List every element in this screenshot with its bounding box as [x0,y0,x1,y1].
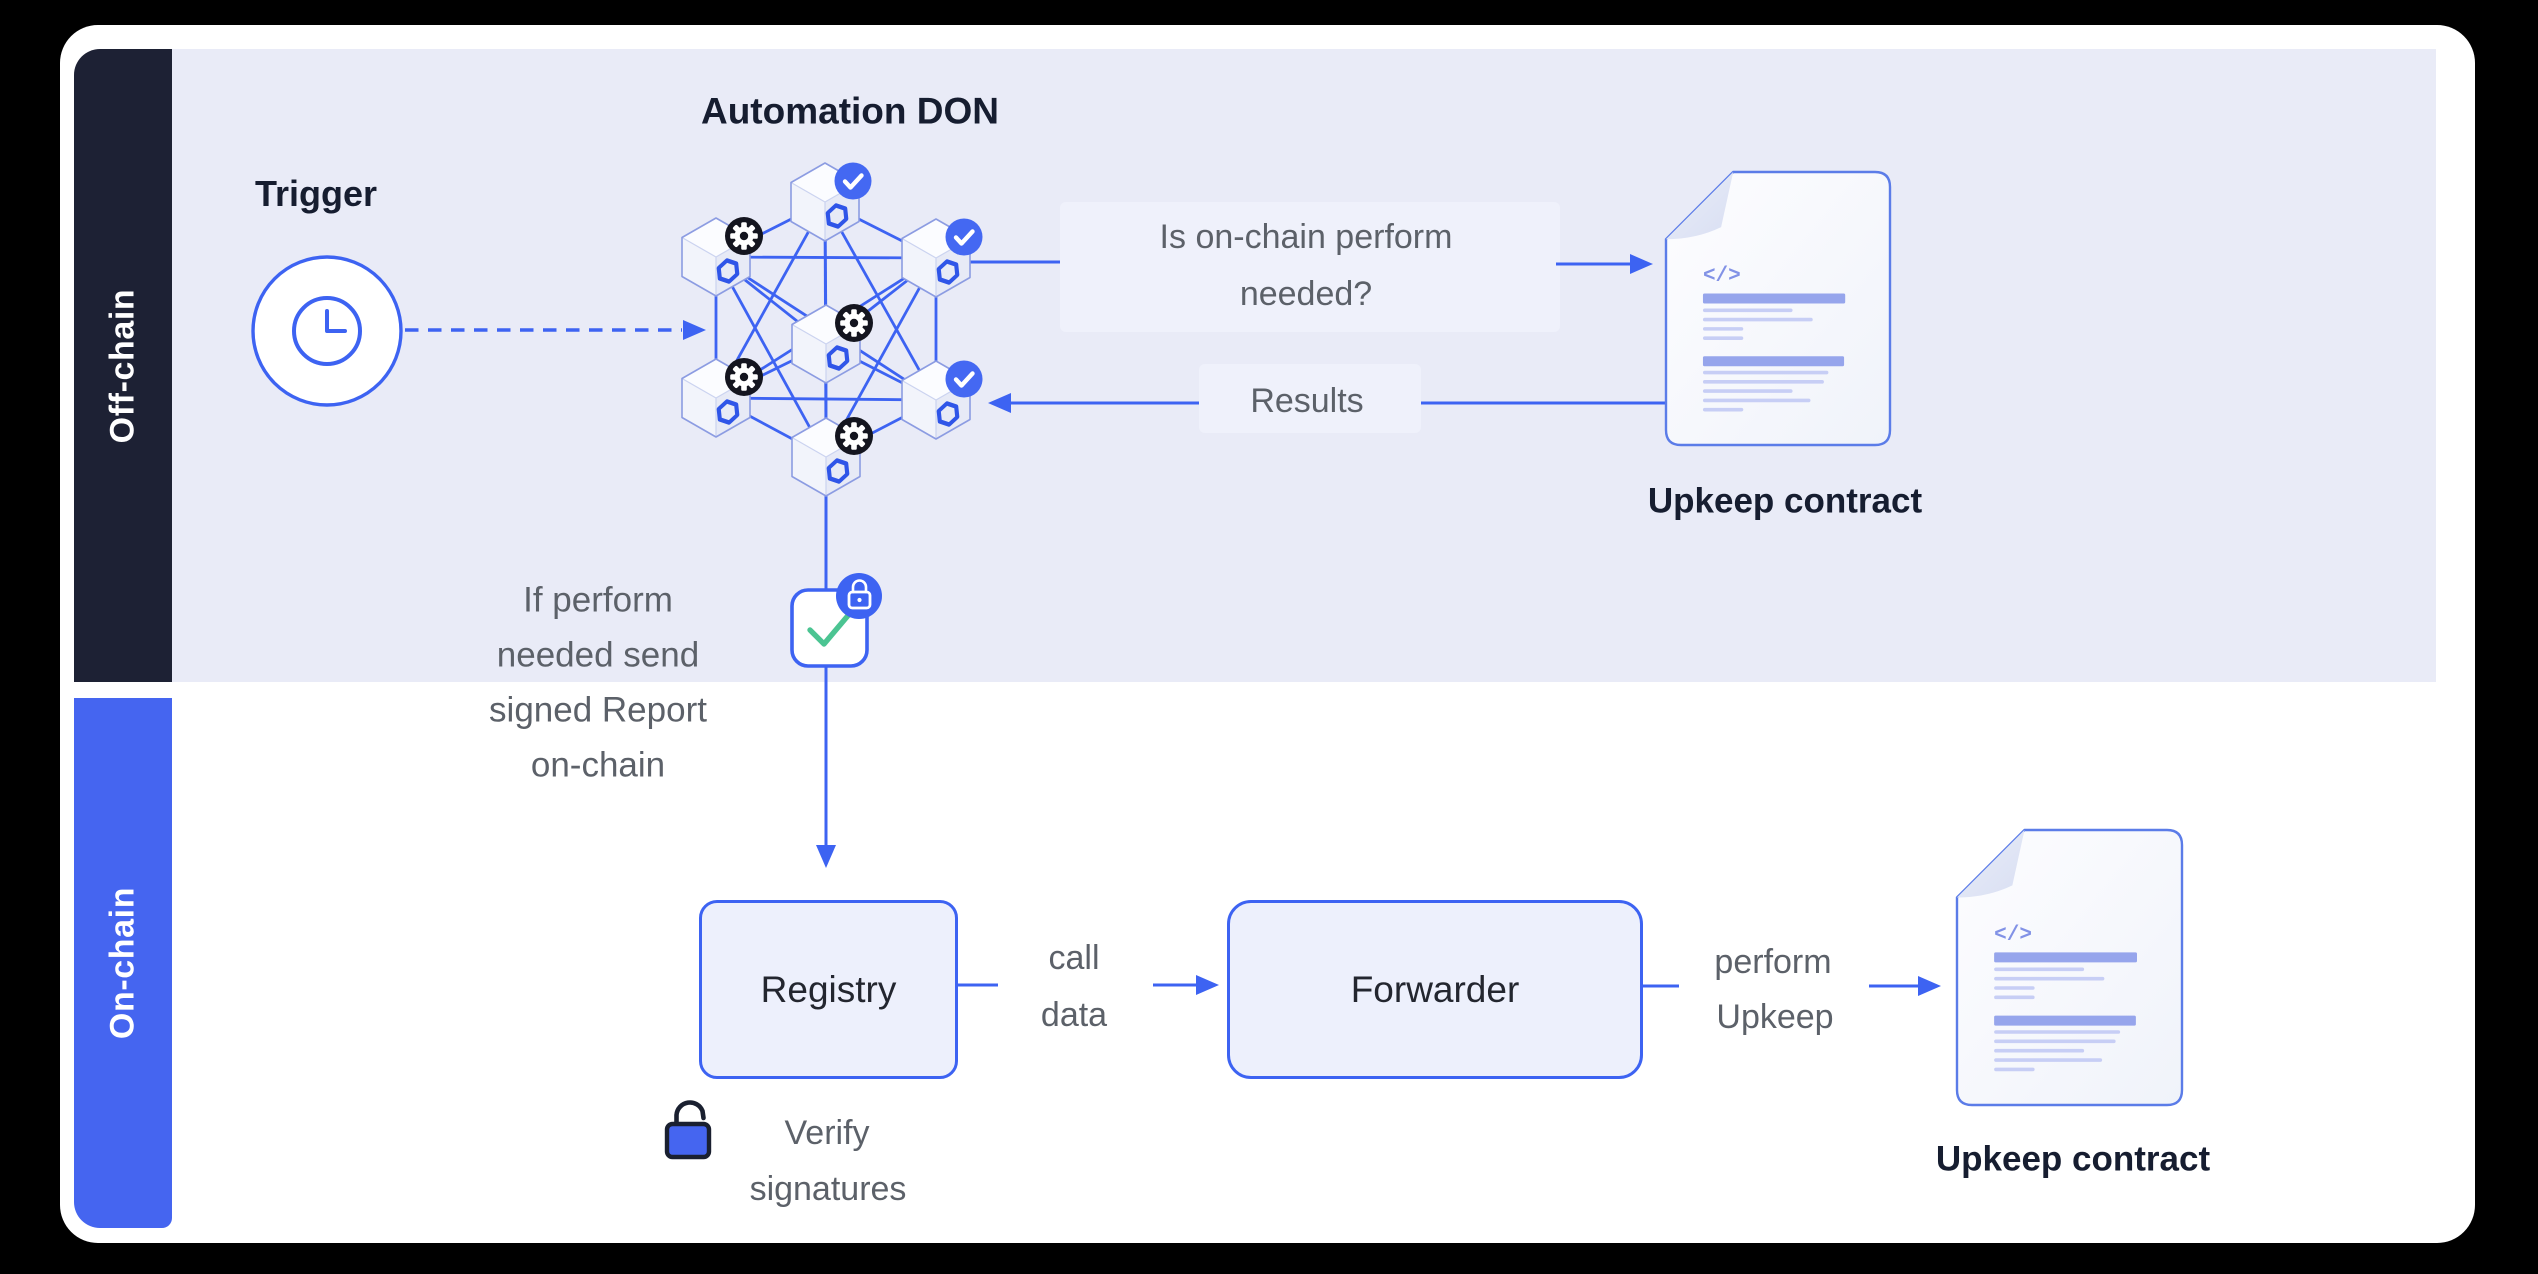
chainlink-hexagon-icon [826,345,850,371]
report-note-line-4: on-chain [530,745,666,785]
arrowhead-icon [816,845,836,868]
gear-icon [835,417,873,455]
check-icon [945,360,983,398]
verify-signatures-line-1: Verify [784,1114,870,1152]
connector-line [715,255,937,260]
arrowhead-icon [1918,976,1941,996]
question-line-1: Is on-chain perform [1159,218,1453,256]
perform-upkeep-line-1: perform [1714,943,1832,981]
question-tint-box [1060,202,1560,332]
arrowhead-icon [988,393,1011,413]
forwarder-label: Forwarder [1350,968,1520,1010]
automation-don-title: Automation DON [700,90,1000,132]
don-node [681,358,763,438]
upkeep-contract-bottom-label: Upkeep contract [1935,1139,2211,1179]
connector-line [715,396,937,402]
gear-icon [835,304,873,342]
connector-lines [405,254,1941,996]
check-icon [807,609,854,647]
registry-label: Registry [760,968,897,1010]
upkeep-contract-top-label: Upkeep contract [1647,481,1923,521]
check-icon [834,162,872,200]
verify-signatures-line-2: signatures [749,1170,907,1208]
lock-icon [836,573,882,619]
forwarder-box: Forwarder [1227,900,1643,1079]
perform-upkeep-line-2: Upkeep [1716,998,1834,1036]
chainlink-hexagon-icon [936,259,960,285]
call-data-line-1: call [1048,939,1100,977]
don-node [901,360,983,440]
don-node [791,304,873,384]
upkeep-contract-top-icon: </> [1664,170,1892,447]
question-line-2: needed? [1239,275,1373,313]
check-icon [945,218,983,256]
report-note-line-1: If perform [523,580,673,620]
trigger-label: Trigger [254,173,378,214]
arrowhead-icon [683,320,706,340]
chainlink-hexagon-icon [716,258,740,284]
chainlink-hexagon-icon [825,203,849,229]
sidebar-onchain: On-chain [74,698,172,1228]
report-note-line-2: needed send [496,635,700,675]
chainlink-hexagon-icon [826,458,850,484]
call-data-line-2: data [1040,996,1108,1034]
gear-icon [725,358,763,396]
unlock-icon [664,1100,712,1160]
gear-icon [725,217,763,255]
arrowhead-icon [1630,254,1653,274]
arrowhead-icon [1196,975,1219,995]
code-icon: </> [1703,265,1741,288]
results-label: Results [1250,382,1364,420]
results-tint-box [1199,364,1421,433]
chainlink-hexagon-icon [716,399,740,425]
sidebar-offchain: Off-chain [74,49,172,682]
don-node [791,417,873,497]
chainlink-hexagon-icon [936,401,960,427]
don-node [901,218,983,298]
clock-icon [251,255,403,407]
connector-line [714,256,828,458]
signed-report-icon [790,573,882,668]
don-node [790,162,872,242]
report-note-line-3: signed Report [489,690,707,730]
code-icon: </> [1994,924,2032,947]
registry-box: Registry [699,900,958,1079]
don-node [681,217,763,297]
upkeep-contract-bottom-icon: </> [1955,828,2184,1107]
